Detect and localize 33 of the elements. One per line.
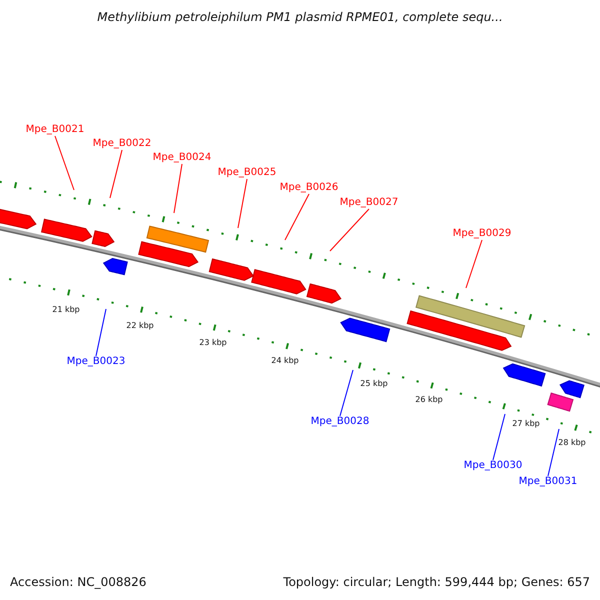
- leader-line: [174, 164, 182, 214]
- leader-line: [340, 370, 354, 416]
- leader-line: [548, 428, 560, 476]
- scale-label: 23 kbp: [199, 338, 227, 347]
- scale-label: 21 kbp: [52, 305, 80, 314]
- map-title: Methylibium petroleiphilum PM1 plasmid RPME01, complete sequ...: [96, 10, 504, 24]
- leader-line: [96, 308, 106, 356]
- summary-text: Topology: circular; Length: 599,444 bp; Genes: 657: [283, 575, 590, 589]
- scale-label: 25 kbp: [360, 379, 388, 388]
- gene-label: Mpe_B0029: [452, 228, 512, 240]
- accession-text: Accession: NC_008826: [10, 575, 146, 589]
- gene-label: Mpe_B0030: [464, 460, 522, 472]
- scale-label: 26 kbp: [415, 395, 443, 404]
- gene-label: Mpe_B0024: [152, 152, 212, 164]
- leader-line: [110, 150, 122, 198]
- scale-label: 22 kbp: [126, 321, 154, 330]
- gene-label: Mpe_B0031: [518, 476, 578, 488]
- leader-line: [330, 208, 370, 252]
- gene-label: Mpe_B0022: [92, 138, 152, 150]
- gene-label: Mpe_B0023: [66, 356, 126, 368]
- scale-label: 28 kbp: [558, 438, 586, 447]
- leader-line: [466, 240, 482, 288]
- gene-label: Mpe_B0028: [310, 416, 370, 428]
- gene-label: Mpe_B0027: [340, 197, 398, 209]
- leader-line: [492, 414, 506, 460]
- leader-line: [284, 194, 310, 240]
- gene-label: Mpe_B0021: [26, 124, 84, 136]
- scale-label: 27 kbp: [512, 419, 540, 428]
- gene-label: Mpe_B0026: [280, 182, 338, 194]
- gene-label: Mpe_B0025: [218, 167, 276, 179]
- leader-line: [54, 136, 74, 190]
- scale-label: 24 kbp: [271, 356, 299, 365]
- leader-line: [238, 178, 248, 228]
